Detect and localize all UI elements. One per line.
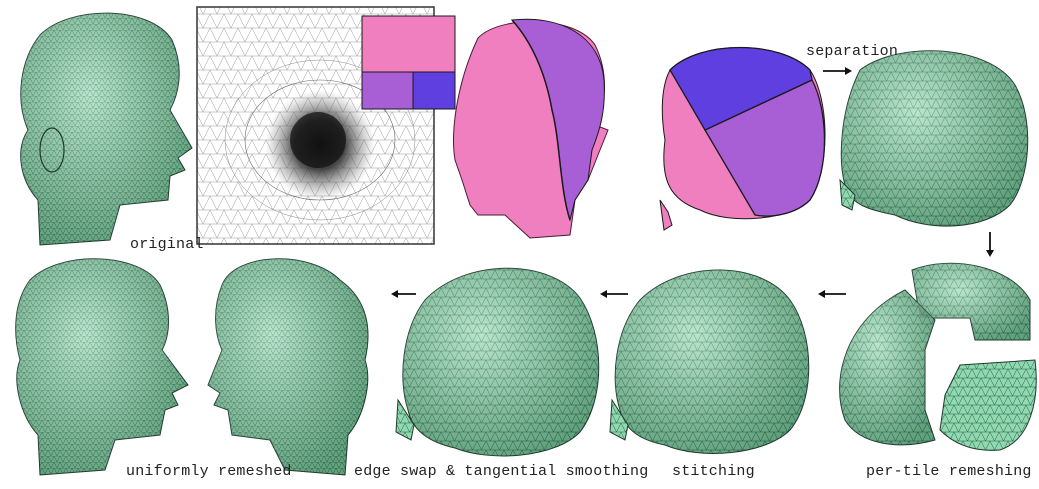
label-original: original	[130, 236, 204, 253]
arrow-left-icon	[818, 290, 846, 298]
arrow-left-icon	[391, 290, 416, 298]
label-uniformly-remeshed: uniformly remeshed	[126, 463, 292, 480]
arrow-left-icon	[600, 290, 628, 298]
original-head-mesh	[21, 13, 192, 245]
label-separation: separation	[806, 43, 898, 60]
stitched-head-mesh	[610, 270, 809, 453]
per-tile-pieces	[840, 263, 1037, 450]
tiled-head	[454, 19, 608, 238]
remeshed-head-right	[208, 259, 368, 475]
smoothed-head-mesh	[396, 268, 599, 456]
tile-layout	[362, 16, 455, 109]
arrow-down-icon	[986, 232, 994, 257]
arrow-right-icon	[823, 67, 852, 75]
label-per-tile-remeshing: per-tile remeshing	[866, 463, 1032, 480]
label-stitching: stitching	[672, 463, 755, 480]
label-edge-swap-smoothing: edge swap & tangential smoothing	[354, 463, 648, 480]
remeshed-head-left	[16, 259, 188, 475]
tiled-sphere	[660, 48, 825, 231]
separated-head-mesh	[840, 51, 1028, 226]
